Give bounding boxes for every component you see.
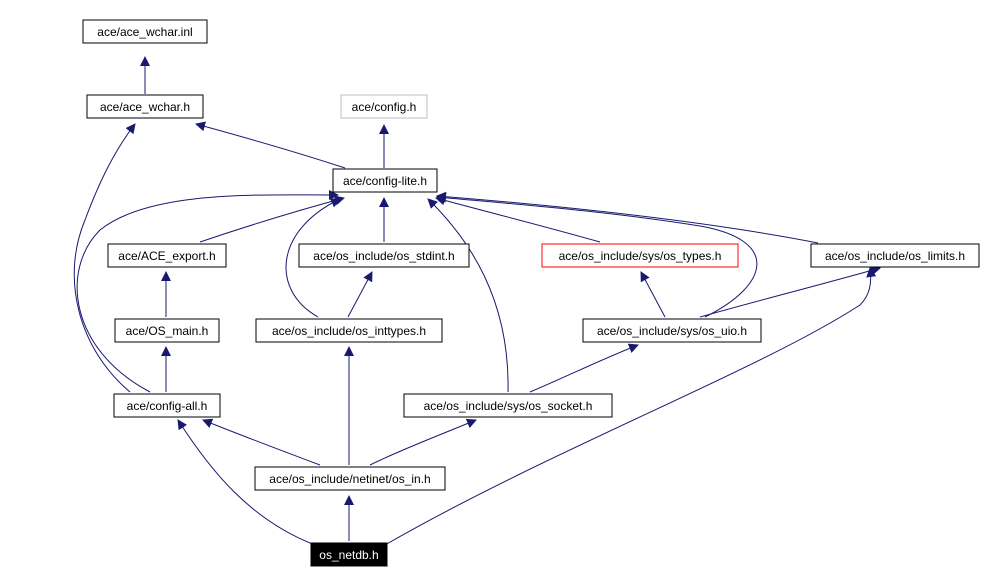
node-label: ace/os_include/os_inttypes.h [272,324,426,338]
node-config-all-h[interactable]: ace/config-all.h [113,393,221,418]
node-label: ace/os_include/sys/os_uio.h [597,324,747,338]
node-label: ace/ace_wchar.inl [97,25,192,39]
edge-os-socket-to-os-uio [529,343,639,393]
node-os-uio-h[interactable]: ace/os_include/sys/os_uio.h [582,318,762,343]
node-ace-export-h[interactable]: ace/ACE_export.h [107,243,227,268]
edge-os-netdb-to-config-all [177,419,316,546]
edge-os-types-to-config-lite [435,195,601,243]
edge-os-limits-to-config-lite [436,191,819,244]
edges [73,56,881,546]
edge-config-lite-to-ace-wchar-h [195,121,346,169]
edge-os-uio-to-config-lite [436,192,758,318]
node-ace-wchar-inl[interactable]: ace/ace_wchar.inl [82,19,208,44]
node-os-types-h[interactable]: ace/os_include/sys/os_types.h [541,243,739,268]
node-os-stdint-h[interactable]: ace/os_include/os_stdint.h [298,243,470,268]
node-label: ace/os_include/os_limits.h [825,249,965,263]
node-label: ace/config-lite.h [343,174,427,188]
node-label: ace/os_include/os_stdint.h [313,249,454,263]
node-label: os_netdb.h [319,548,378,562]
node-label: ace/os_include/sys/os_types.h [559,249,722,263]
edge-os-uio-to-os-limits [699,265,881,318]
node-label: ace/config-all.h [127,399,208,413]
node-os-limits-h[interactable]: ace/os_include/os_limits.h [810,243,980,268]
node-label: ace/ace_wchar.h [100,100,190,114]
edge-os-in-to-os-socket [369,418,477,466]
node-label: ace/config.h [352,100,417,114]
edge-os-uio-to-os-types [640,271,666,318]
node-label: ace/OS_main.h [126,324,209,338]
node-label: ace/os_include/netinet/os_in.h [269,472,430,486]
node-os-main-h[interactable]: ace/OS_main.h [114,318,220,343]
node-os-in-h[interactable]: ace/os_include/netinet/os_in.h [254,466,446,491]
edge-os-inttypes-to-os-stdint [347,271,373,318]
node-ace-wchar-h[interactable]: ace/ace_wchar.h [86,94,204,119]
edge-os-netdb-to-os-limits [384,267,877,546]
node-config-h[interactable]: ace/config.h [340,94,428,119]
edge-config-all-to-ace-wchar-h [73,123,136,393]
node-label: ace/ACE_export.h [118,249,215,263]
node-os-inttypes-h[interactable]: ace/os_include/os_inttypes.h [255,318,443,343]
edge-os-inttypes-to-config-lite [285,198,341,318]
node-config-lite-h[interactable]: ace/config-lite.h [332,168,438,193]
node-os-socket-h[interactable]: ace/os_include/sys/os_socket.h [403,393,613,418]
edge-config-all-to-config-lite [76,189,339,393]
edge-os-in-to-config-all [202,418,321,466]
node-os-netdb-h-root[interactable]: os_netdb.h [310,542,388,567]
edge-os-socket-to-config-lite [427,198,509,393]
edge-ace-export-to-config-lite [199,195,345,243]
node-label: ace/os_include/sys/os_socket.h [424,399,593,413]
